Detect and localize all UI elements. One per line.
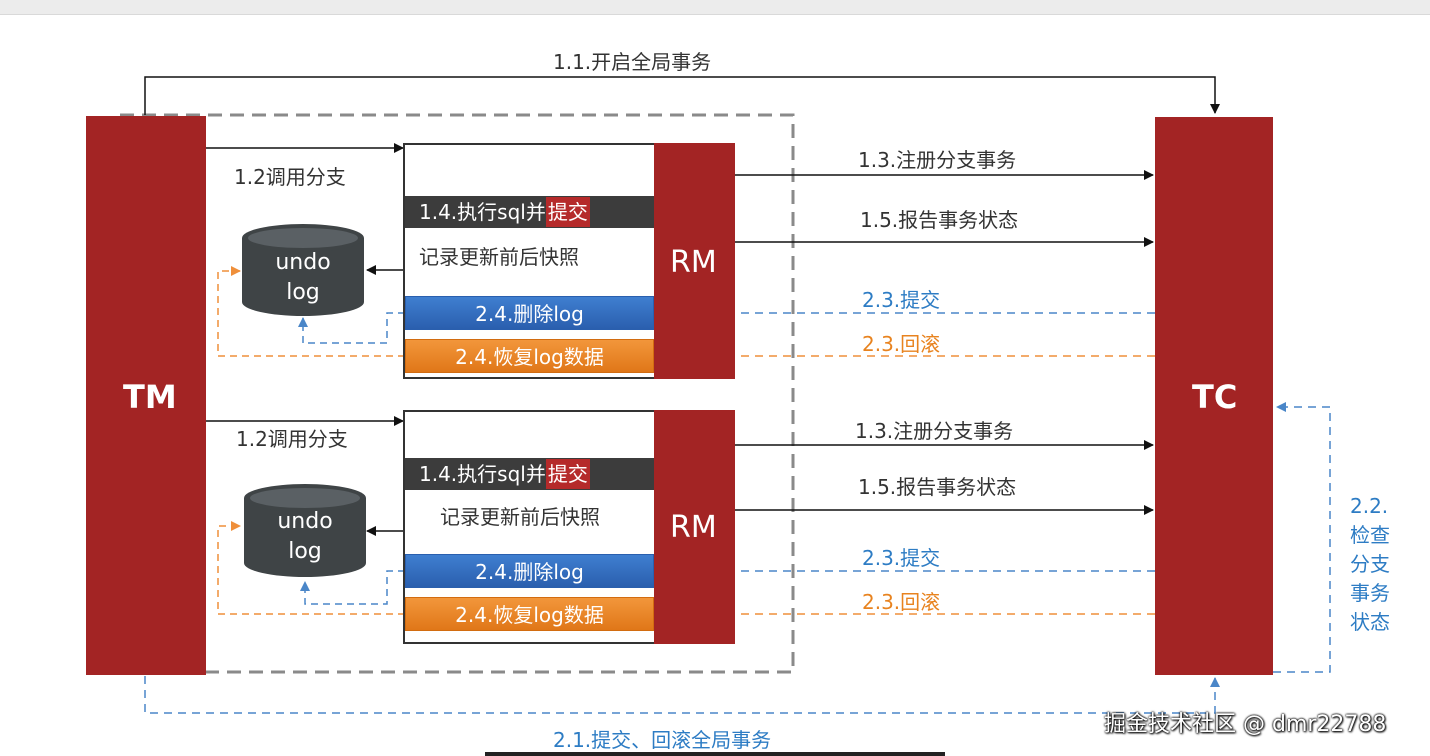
call-branch-label-2: 1.2调用分支 xyxy=(236,427,348,451)
snapshot-label-1: 记录更新前后快照 xyxy=(419,245,579,269)
snapshot-label-2: 记录更新前后快照 xyxy=(440,505,600,529)
global-start-arrow xyxy=(144,76,1220,115)
rm-label-2: RM xyxy=(670,510,717,545)
exec-sql-highlight-2: 提交 xyxy=(545,459,590,489)
undo-log-text-2: undo log xyxy=(245,507,365,567)
exec-sql-text-1: 1.4.执行sql并 xyxy=(419,200,546,224)
rm-2: RM xyxy=(654,410,735,644)
delete-log-arrow-1 xyxy=(298,312,405,344)
report-label-2: 1.5.报告事务状态 xyxy=(858,475,1017,499)
exec-sql-2: 1.4.执行sql并提交 xyxy=(405,458,654,490)
global-commit-arrow xyxy=(144,676,1220,714)
tc-label: TC xyxy=(1192,378,1238,416)
recover-log-1: 2.4.恢复log数据 xyxy=(405,339,654,373)
tm-bar: TM xyxy=(86,116,206,675)
report-label-1: 1.5.报告事务状态 xyxy=(860,208,1019,232)
undo-log-db-2 xyxy=(244,484,366,577)
exec-sql-highlight-1: 提交 xyxy=(545,197,590,227)
delete-log-arrow-2 xyxy=(300,570,405,605)
undo-log-line1-1: undo xyxy=(275,250,331,275)
call-branch-label-1: 1.2调用分支 xyxy=(234,165,346,189)
delete-log-1: 2.4.删除log xyxy=(405,296,654,330)
commit-label-2: 2.3.提交 xyxy=(862,546,941,570)
recover-log-arrow-1 xyxy=(217,266,405,357)
delete-log-2: 2.4.删除log xyxy=(405,554,654,588)
rm-label-1: RM xyxy=(670,245,717,280)
undo-log-line2-2: log xyxy=(288,539,322,564)
window-top-bar xyxy=(0,0,1430,15)
register-label-2: 1.3.注册分支事务 xyxy=(855,419,1014,443)
undo-log-line2-1: log xyxy=(286,280,320,305)
commit-label-1: 2.3.提交 xyxy=(862,288,941,312)
check-branch-arrow xyxy=(1273,402,1331,673)
undo-log-db-1 xyxy=(242,224,364,316)
watermark: 掘金技术社区 @ dmr22788 xyxy=(1104,712,1387,737)
tm-label: TM xyxy=(123,378,177,416)
recover-log-arrow-2 xyxy=(217,521,405,615)
exec-sql-1: 1.4.执行sql并提交 xyxy=(405,196,654,228)
rollback-label-1: 2.3.回滚 xyxy=(862,332,941,356)
global-start-label: 1.1.开启全局事务 xyxy=(553,50,712,74)
register-label-1: 1.3.注册分支事务 xyxy=(858,148,1017,172)
check-branch-label: 2.2. 检查 分支 事务 状态 xyxy=(1350,494,1390,634)
undo-log-text-1: undo log xyxy=(243,248,363,308)
exec-sql-text-2: 1.4.执行sql并 xyxy=(419,462,546,486)
bottom-strip xyxy=(485,752,945,756)
rm-1: RM xyxy=(654,143,735,379)
undo-log-line1-2: undo xyxy=(277,509,333,534)
rollback-label-2: 2.3.回滚 xyxy=(862,590,941,614)
recover-log-2: 2.4.恢复log数据 xyxy=(405,597,654,631)
global-commit-label: 2.1.提交、回滚全局事务 xyxy=(553,728,772,752)
tc-bar: TC xyxy=(1155,117,1273,675)
